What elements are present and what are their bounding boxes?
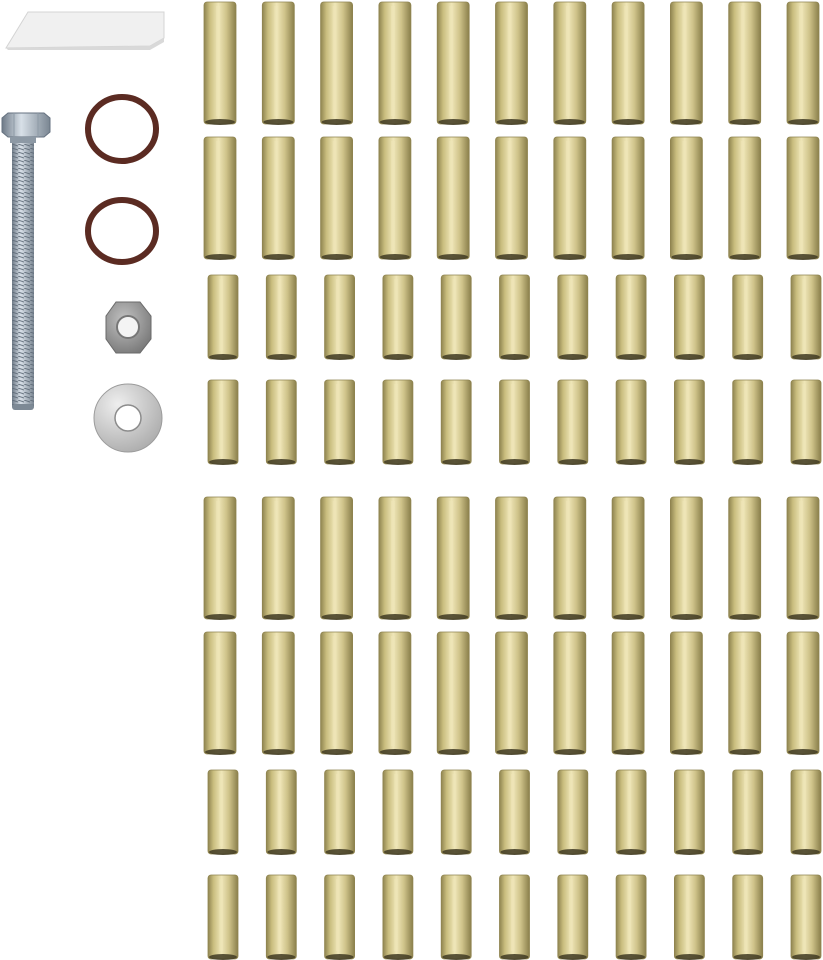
brass-sleeve [611, 631, 645, 755]
brass-sleeve [674, 274, 705, 360]
brass-sleeve [499, 769, 530, 855]
brass-sleeve [203, 136, 237, 260]
brass-sleeve [670, 136, 703, 260]
brass-sleeve [440, 274, 472, 360]
brass-sleeve [786, 136, 820, 260]
brass-sleeve [265, 379, 297, 465]
brass-sleeve [786, 496, 820, 620]
brass-sleeve [207, 874, 239, 960]
brass-sleeve [786, 1, 820, 125]
brass-sleeve [611, 1, 645, 125]
brass-sleeve [728, 1, 762, 125]
brass-sleeve [320, 1, 354, 125]
brass-sleeve [495, 496, 528, 620]
brass-sleeve [553, 136, 587, 260]
brass-sleeve [378, 631, 412, 755]
brass-sleeve [790, 874, 822, 960]
brass-sleeve [320, 631, 354, 755]
ptfe-wedge [5, 11, 165, 49]
brass-sleeve [382, 379, 414, 465]
flat-washer [93, 383, 163, 453]
hex-nut [105, 301, 152, 354]
brass-sleeve [324, 274, 356, 360]
brass-sleeve [732, 379, 764, 465]
brass-sleeve [670, 631, 703, 755]
brass-sleeve [495, 136, 528, 260]
brass-sleeve [261, 136, 295, 260]
brass-sleeve [320, 136, 354, 260]
brass-sleeve [440, 769, 472, 855]
brass-sleeve [615, 274, 647, 360]
brass-sleeve [378, 496, 412, 620]
brass-sleeve [615, 769, 647, 855]
brass-sleeve [790, 379, 822, 465]
brass-sleeve [378, 136, 412, 260]
brass-sleeve [207, 274, 239, 360]
brass-sleeve [557, 274, 589, 360]
brass-sleeve [790, 274, 822, 360]
brass-sleeve [324, 379, 356, 465]
brass-sleeve [320, 496, 354, 620]
ptfe-wedge-shadow [6, 38, 164, 50]
brass-sleeve [674, 379, 705, 465]
brass-sleeve [203, 1, 237, 125]
o-ring-icon [85, 94, 159, 164]
brass-sleeve [553, 1, 587, 125]
brass-sleeve [553, 631, 587, 755]
o-ring-icon [85, 197, 159, 265]
brass-sleeve [611, 136, 645, 260]
brass-sleeve [378, 1, 412, 125]
brass-sleeve [440, 379, 472, 465]
brass-sleeve [557, 874, 589, 960]
brass-sleeve [499, 874, 530, 960]
brass-sleeve [261, 631, 295, 755]
brass-sleeve [557, 769, 589, 855]
brass-sleeve [728, 631, 762, 755]
brass-sleeve [732, 769, 764, 855]
brass-sleeve [261, 1, 295, 125]
brass-sleeve [499, 274, 530, 360]
brass-sleeve [670, 1, 703, 125]
brass-sleeve [436, 136, 470, 260]
brass-sleeve [499, 379, 530, 465]
brass-sleeve [615, 379, 647, 465]
brass-sleeve [203, 631, 237, 755]
brass-sleeve [728, 136, 762, 260]
brass-sleeve [436, 1, 470, 125]
brass-sleeve [207, 379, 239, 465]
brass-sleeve [674, 769, 705, 855]
brass-sleeve [265, 769, 297, 855]
brass-sleeve [732, 274, 764, 360]
brass-sleeve [495, 631, 528, 755]
brass-sleeve [440, 874, 472, 960]
brass-sleeve [436, 631, 470, 755]
brass-sleeve [382, 874, 414, 960]
brass-sleeve [382, 274, 414, 360]
brass-sleeve [790, 769, 822, 855]
brass-sleeve [436, 496, 470, 620]
brass-sleeve [557, 379, 589, 465]
brass-sleeve [786, 631, 820, 755]
brass-sleeve [265, 874, 297, 960]
brass-sleeve [670, 496, 703, 620]
brass-sleeve [261, 496, 295, 620]
brass-sleeve [553, 496, 587, 620]
brass-sleeve [207, 769, 239, 855]
brass-sleeve [728, 496, 762, 620]
brass-sleeve [674, 874, 705, 960]
brass-sleeve [382, 769, 414, 855]
brass-sleeves [203, 1, 822, 960]
brass-sleeve [265, 274, 297, 360]
accessories [1, 11, 165, 453]
brass-sleeve [495, 1, 528, 125]
hex-bolt [1, 112, 51, 410]
brass-sleeve [324, 769, 356, 855]
brass-sleeve [615, 874, 647, 960]
brass-sleeve [203, 496, 237, 620]
brass-sleeve [732, 874, 764, 960]
brass-sleeve [611, 496, 645, 620]
brass-sleeve [324, 874, 356, 960]
